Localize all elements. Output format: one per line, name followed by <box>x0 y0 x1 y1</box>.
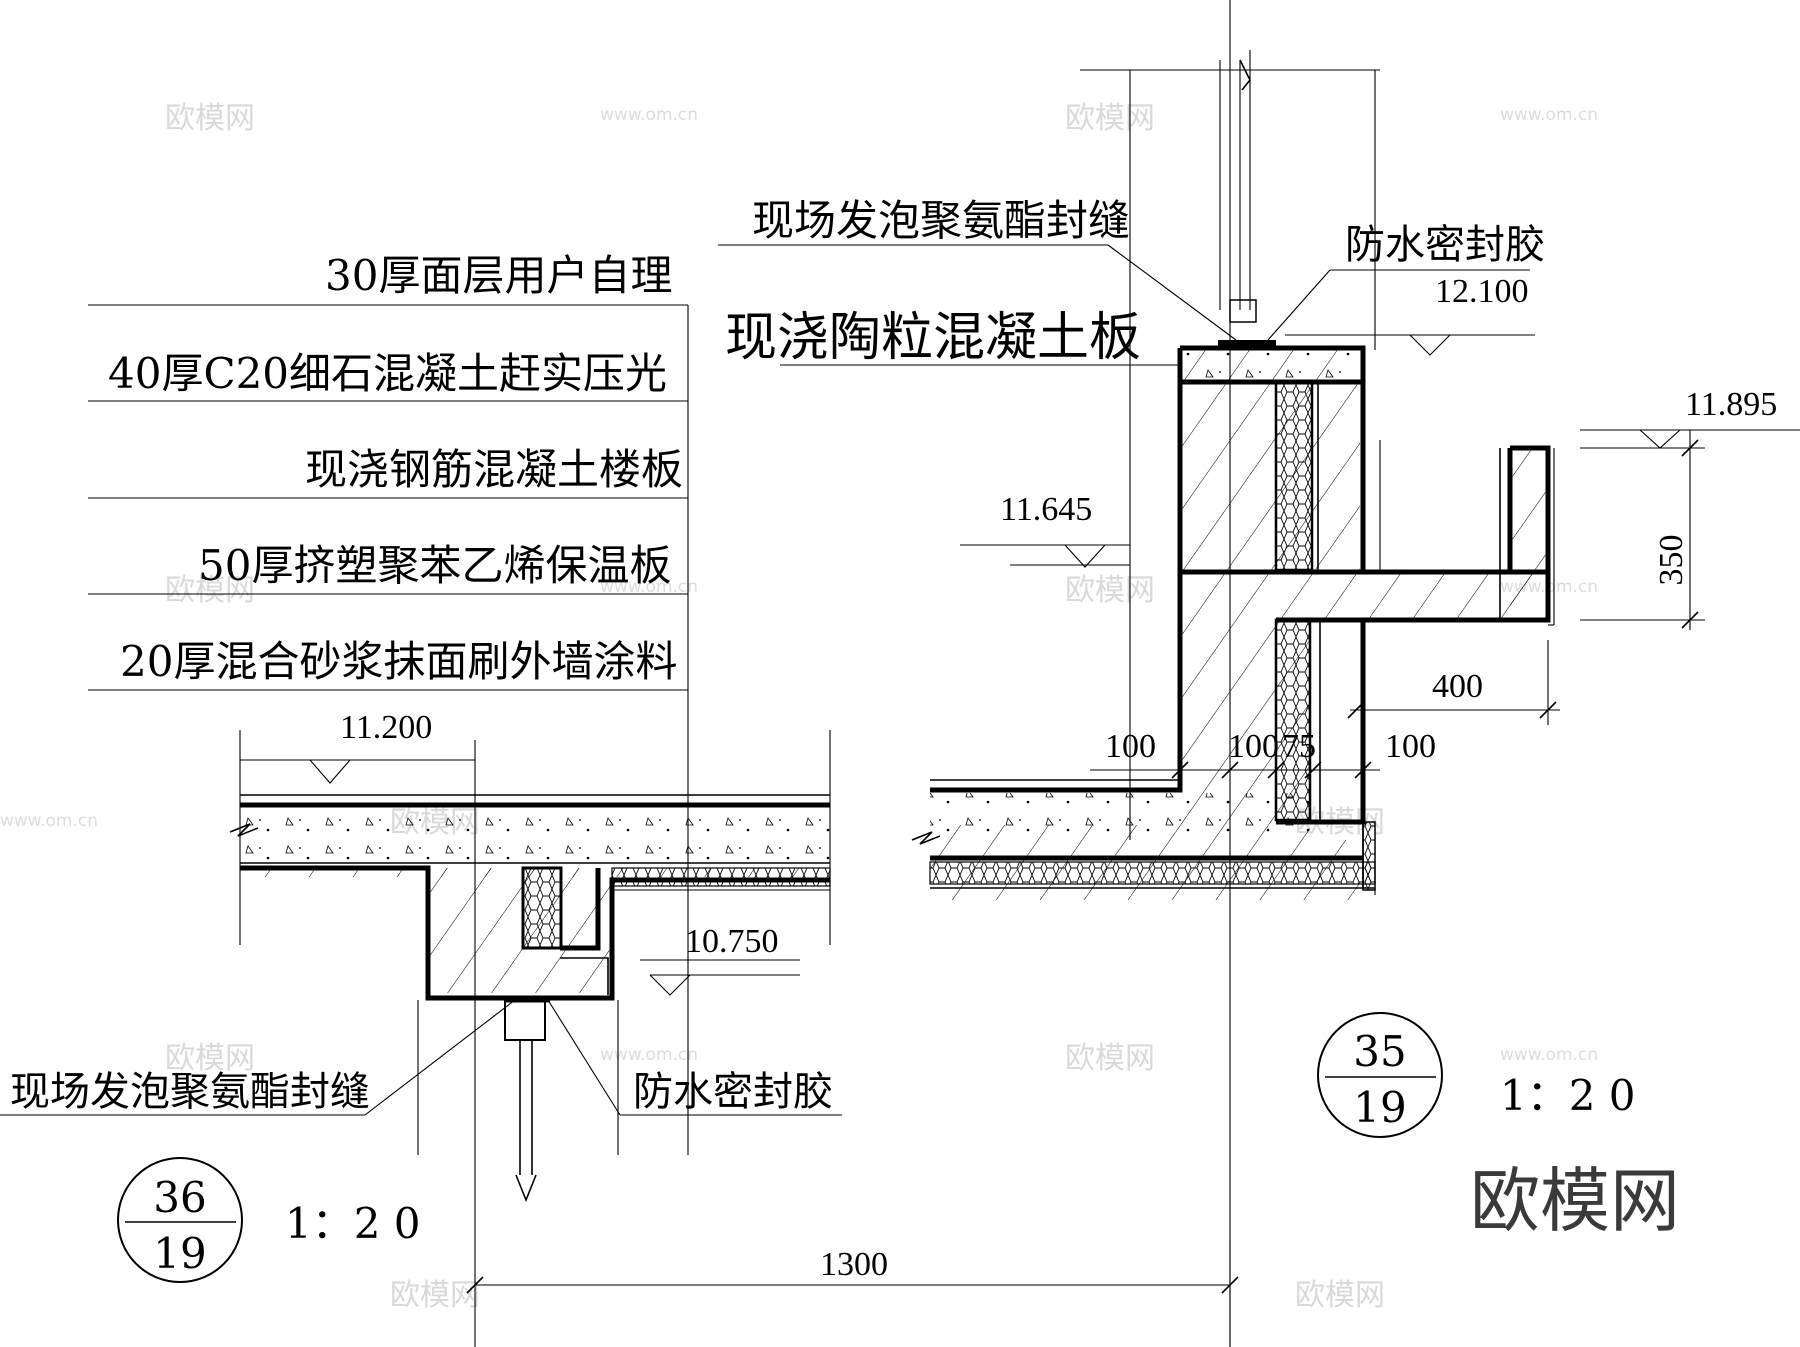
dim-100: 100 <box>1105 728 1156 765</box>
watermark-url: www.om.cn <box>1500 105 1598 125</box>
callout-sealant: 防水密封胶 <box>633 1069 833 1115</box>
sheet-number: 19 <box>1353 1083 1406 1132</box>
watermark-url: www.om.cn <box>600 577 698 597</box>
detail-scale: 1：2 0 <box>1500 1071 1636 1120</box>
dim-100: 100 <box>1228 728 1279 765</box>
detail-number: 35 <box>1353 1027 1406 1076</box>
watermark-url: www.om.cn <box>0 811 98 831</box>
layer-label: 40厚C20细石混凝土赶实压光 <box>108 349 667 398</box>
detail-scale: 1：2 0 <box>285 1199 421 1248</box>
watermark-brand: 欧模网 <box>1065 573 1155 608</box>
callout-foam-seal: 现场发泡聚氨酯封缝 <box>10 1069 370 1115</box>
watermark-brand: 欧模网 <box>1295 1278 1385 1313</box>
detail-36-section: 11.200 10.750 <box>0 709 1239 1347</box>
sheet-number: 19 <box>153 1229 206 1278</box>
watermark-brand: 欧模网 <box>165 1041 255 1076</box>
detail-35-section: 12.100 11.645 11.895 350 400 100 100 75 … <box>718 0 1800 1347</box>
watermark-brand: 欧模网 <box>165 101 255 136</box>
callout-foam-seal: 现场发泡聚氨酯封缝 <box>752 196 1130 245</box>
watermark-url: www.om.cn <box>600 105 698 125</box>
watermark-brand: 欧模网 <box>1065 1041 1155 1076</box>
watermark-brand: 欧模网 <box>390 1278 480 1313</box>
elevation-12100: 12.100 <box>1435 273 1529 310</box>
watermark-url: www.om.cn <box>600 1045 698 1065</box>
layer-label: 30厚面层用户自理 <box>325 251 672 300</box>
dim-400: 400 <box>1432 668 1483 705</box>
watermark-url: www.om.cn <box>1500 1045 1598 1065</box>
callout-sealant: 防水密封胶 <box>1345 222 1545 268</box>
layer-label: 50厚挤塑聚苯乙烯保温板 <box>198 541 671 590</box>
watermark-brand: 欧模网 <box>1065 101 1155 136</box>
elevation-11645: 11.645 <box>1000 491 1092 528</box>
watermark-brand: 欧模网 <box>165 573 255 608</box>
material-label-stack: 30厚面层用户自理 40厚C20细石混凝土赶实压光 现浇钢筋混凝土楼板 50厚挤… <box>88 251 689 1155</box>
detail-number: 36 <box>153 1173 206 1222</box>
brand-logo-text: 欧模网 <box>1470 1160 1680 1242</box>
elevation-11895: 11.895 <box>1685 386 1777 423</box>
dim-100: 100 <box>1385 728 1436 765</box>
layer-label: 现浇钢筋混凝土楼板 <box>305 445 683 494</box>
elevation-11200: 11.200 <box>340 709 432 746</box>
dim-1300: 1300 <box>820 1246 888 1283</box>
dim-75: 75 <box>1282 728 1316 765</box>
dim-350: 350 <box>1653 535 1690 586</box>
elevation-10750: 10.750 <box>685 923 779 960</box>
layer-label: 20厚混合砂浆抹面刷外墙涂料 <box>120 637 677 686</box>
callout-ceramsite-slab: 现浇陶粒混凝土板 <box>725 308 1141 368</box>
